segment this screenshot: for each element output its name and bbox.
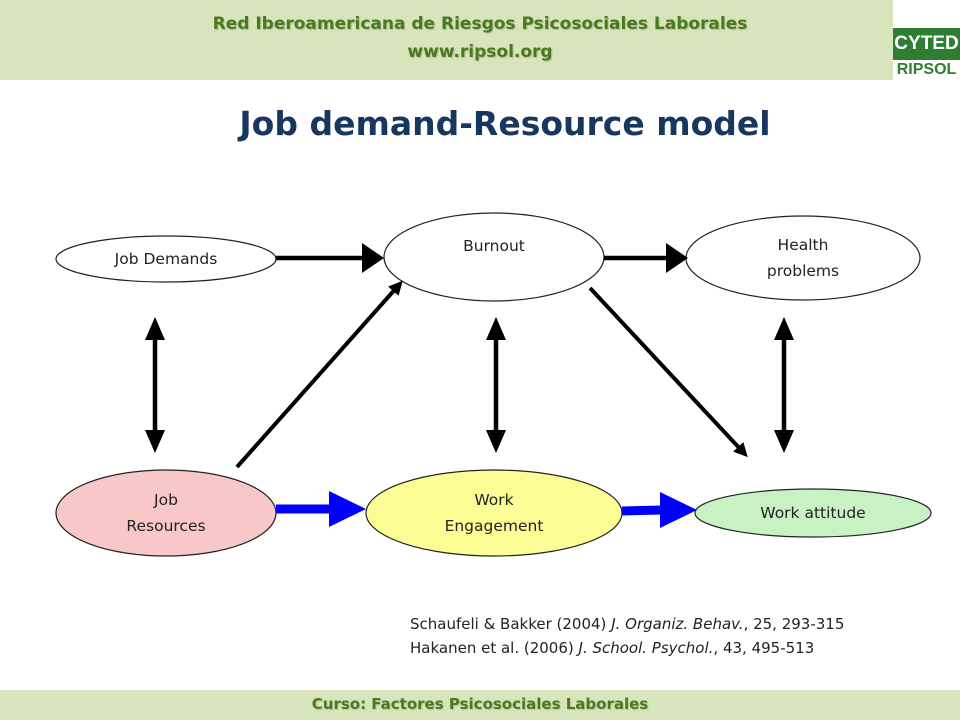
reference-2-authors: Hakanen et al. (2006) [410,639,579,657]
arrow-demands-resources-head-top [145,317,165,340]
arrow-engagement-to-attitude-head [660,492,697,528]
header-org-name: Red Iberoamericana de Riesgos Psicosocia… [212,14,748,34]
work-engagement-label-line2: Engagement [444,517,544,535]
reference-2-journal: J. School. Psychol. [578,639,714,657]
job-resources-label-line2: Resources [126,517,206,535]
arrow-resources-to-burnout [235,280,403,469]
reference-1-journal: J. Organiz. Behav. [611,615,744,633]
logo-ripsol-text: RIPSOL [893,60,960,80]
footer-course-name: Curso: Factores Psicosociales Laborales [311,695,649,713]
arrow-demands-to-burnout-head [362,243,384,273]
job-demands-label: Job Demands [114,250,218,268]
arrow-engagement-to-attitude [621,505,663,516]
arrow-resources-to-engagement-head [329,491,366,527]
footer-bar: Curso: Factores Psicosociales Laborales [0,690,960,720]
arrow-burnout-to-health-head [666,243,688,273]
header-url: www.ripsol.org [407,42,553,62]
page-title: Job demand-Resource model [239,104,771,143]
arrow-health-attitude-head-bottom [774,430,794,453]
arrow-demands-resources-head-bottom [145,430,165,453]
reference-2: Hakanen et al. (2006) J. School. Psychol… [410,639,814,657]
cyted-ripsol-logo: CYTED RIPSOL [893,0,960,80]
arrow-burnout-to-attitude [588,286,748,458]
arrow-burnout-engagement-head-top [486,317,506,340]
reference-1-details: , 25, 293-315 [743,615,845,633]
reference-1: Schaufeli & Bakker (2004) J. Organiz. Be… [410,615,844,633]
health-problems-label-line1: Health [777,236,829,254]
work-attitude-label: Work attitude [760,504,866,522]
work-engagement-label-line1: Work [474,491,514,509]
arrow-burnout-engagement-head-bottom [486,430,506,453]
health-problems-node [685,215,921,301]
logo-emblem [893,0,960,28]
header-bar: Red Iberoamericana de Riesgos Psicosocia… [0,0,960,80]
reference-2-details: , 43, 495-513 [713,639,815,657]
job-resources-label-line1: Job [154,491,178,509]
reference-1-authors: Schaufeli & Bakker (2004) [410,615,612,633]
health-problems-label-line2: problems [766,262,840,280]
job-resources-node [55,469,277,557]
logo-cyted-text: CYTED [893,28,960,60]
work-engagement-node [365,469,623,557]
burnout-label: Burnout [463,237,525,255]
work-attitude-node [694,488,932,538]
arrow-health-attitude-head-top [774,317,794,340]
